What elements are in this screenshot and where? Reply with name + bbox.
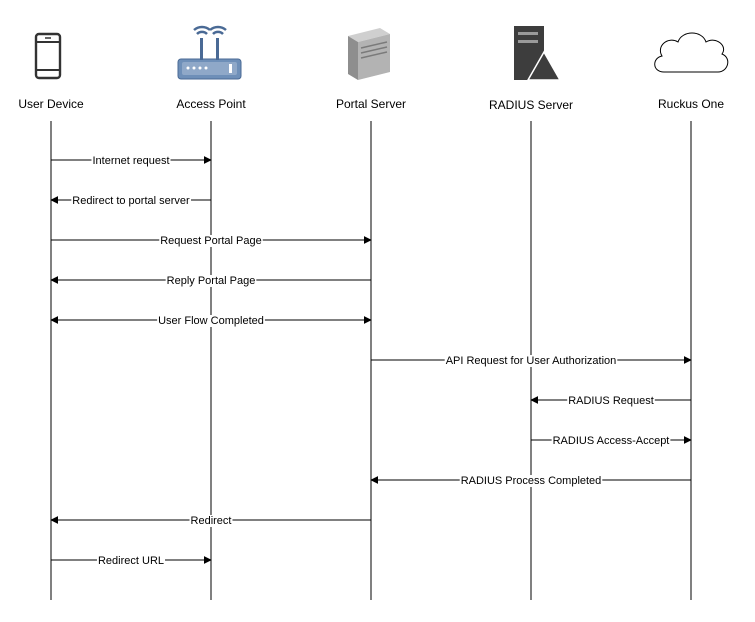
message-1: Internet request xyxy=(51,155,212,167)
message-8: RADIUS Access-Accept xyxy=(531,435,692,447)
message-9: RADIUS Process Completed xyxy=(370,475,691,487)
message-11: Redirect URL xyxy=(51,555,212,567)
message-label: RADIUS Request xyxy=(568,395,654,407)
message-label: Request Portal Page xyxy=(160,235,262,247)
message-label-background xyxy=(459,475,603,487)
message-5: User Flow Completed xyxy=(50,315,372,327)
actor-label-ruckus: Ruckus One xyxy=(658,97,724,111)
message-label: RADIUS Access-Accept xyxy=(553,435,670,447)
cloud-icon xyxy=(654,32,729,73)
message-6: API Request for User Authorization xyxy=(371,355,692,367)
actor-label-user: User Device xyxy=(18,97,84,111)
message-label-background xyxy=(159,235,263,247)
wifi-router-icon xyxy=(177,25,242,80)
message-label: API Request for User Authorization xyxy=(446,355,617,367)
message-label-background xyxy=(96,555,166,567)
server-warning-icon xyxy=(514,26,562,81)
message-label-background xyxy=(157,315,265,327)
actor-label-radius: RADIUS Server xyxy=(489,98,573,112)
message-label-background xyxy=(444,355,618,367)
message-10: Redirect xyxy=(50,515,371,527)
smartphone-icon xyxy=(34,32,62,80)
message-7: RADIUS Request xyxy=(530,395,691,407)
message-2: Redirect to portal server xyxy=(50,195,211,207)
message-4: Reply Portal Page xyxy=(50,275,371,287)
message-label-background xyxy=(551,435,671,447)
message-label: Redirect URL xyxy=(98,555,164,567)
message-label: Redirect to portal server xyxy=(72,195,190,207)
message-label: User Flow Completed xyxy=(158,315,264,327)
message-label-background xyxy=(567,395,655,407)
message-label-background xyxy=(189,515,233,527)
message-label-background xyxy=(165,275,257,287)
message-label-background xyxy=(91,155,171,167)
actor-label-ap: Access Point xyxy=(176,97,246,111)
message-label: Redirect xyxy=(191,515,232,527)
message-label: Internet request xyxy=(92,155,169,167)
message-label: Reply Portal Page xyxy=(167,275,256,287)
actor-label-portal: Portal Server xyxy=(336,97,406,111)
server-tower-icon xyxy=(348,28,390,80)
message-label-background xyxy=(71,195,192,207)
message-3: Request Portal Page xyxy=(51,235,372,247)
message-label: RADIUS Process Completed xyxy=(461,475,602,487)
